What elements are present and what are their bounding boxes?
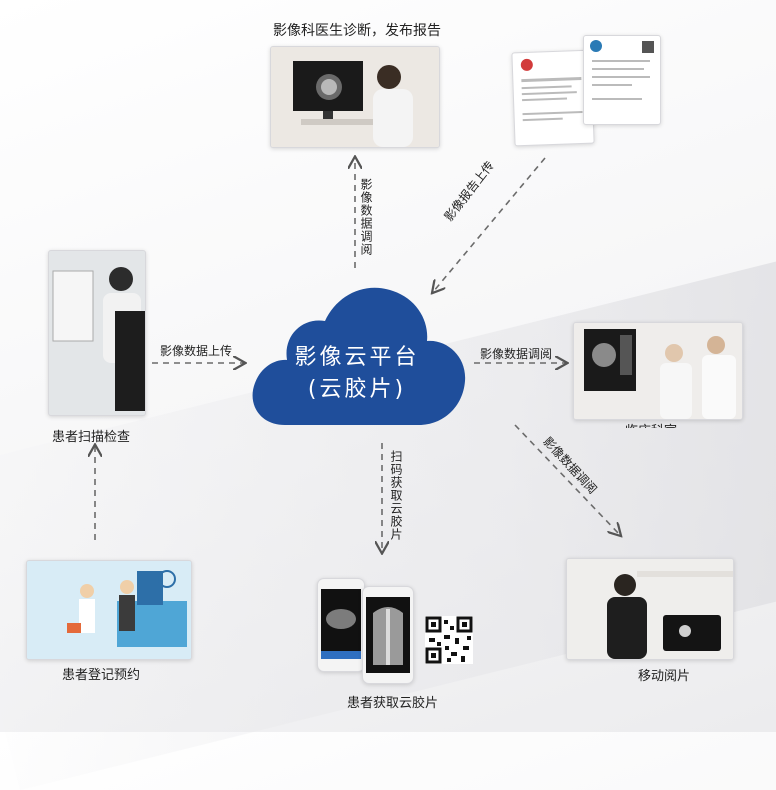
clinician-label: 临床科室: [625, 420, 677, 428]
cloud-line2: (云胶片): [307, 377, 407, 402]
patient-register-label: 患者登记预约: [62, 668, 141, 683]
patient-scan-photo: [48, 250, 146, 416]
arrow-label-retrieve-right: 影像数据调阅: [480, 347, 553, 361]
mobile-view-photo: [566, 558, 734, 660]
mobile-view-label: 移动阅片: [638, 669, 691, 684]
arrow-cloud-to-mobile: [514, 424, 620, 535]
phone-right: [362, 586, 414, 684]
report-document-1: [511, 49, 595, 147]
arrow-label-scan-qr: 扫码获取云胶片: [389, 450, 403, 541]
arrow-label-retrieve-up: 影像数据调阅: [359, 178, 373, 256]
patient-get-film-label: 患者获取云胶片: [347, 696, 439, 711]
arrow-report-to-cloud: [433, 157, 546, 292]
doctor-diagnosis-label: 影像科医生诊断，发布报告: [273, 23, 441, 39]
phone-left: [317, 578, 365, 672]
clinician-photo: [573, 322, 743, 420]
report-document-2: [583, 35, 661, 125]
patient-scan-label: 患者扫描检查: [52, 430, 131, 445]
cloud-shape: [252, 287, 466, 425]
arrow-label-upload-left: 影像数据上传: [160, 344, 233, 358]
flow-arrows: [0, 0, 776, 732]
qr-code-icon: [425, 616, 473, 664]
cloud-line1: 影像云平台: [294, 345, 420, 370]
cloud-title: 影像云平台 (云胶片): [262, 342, 452, 406]
registration-illustration: [26, 560, 192, 660]
doctor-photo: [270, 46, 440, 148]
